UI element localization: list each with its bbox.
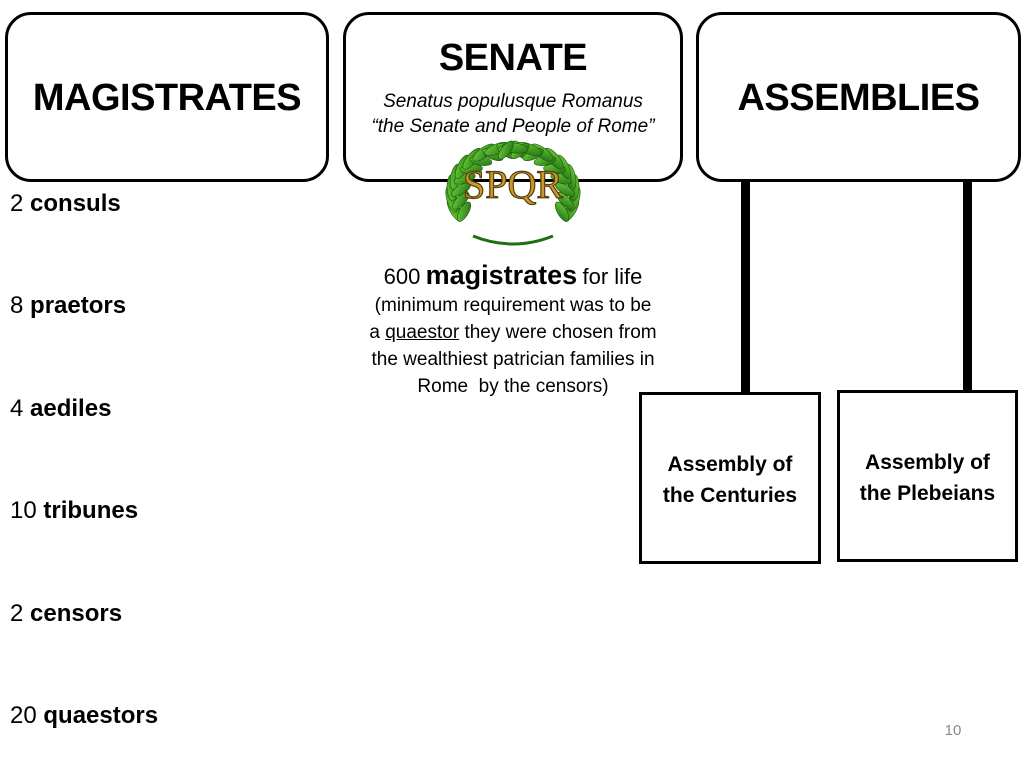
wreath-right-branch bbox=[498, 140, 581, 222]
laurel-leaf bbox=[556, 192, 574, 210]
senate-desc-line2: (minimum requirement was to be bbox=[374, 295, 652, 316]
laurel-leaf bbox=[554, 201, 570, 222]
assembly-plebeians-line1: Assembly of bbox=[865, 451, 990, 474]
senate-bold-word: magistrates bbox=[425, 260, 578, 290]
spqr-text: SPQR bbox=[463, 162, 563, 207]
laurel-leaf bbox=[452, 192, 470, 210]
magistrate-name: consuls bbox=[30, 190, 121, 217]
magistrate-count: 10 bbox=[10, 497, 37, 524]
senate-desc-line4: the wealthiest patrician families in bbox=[371, 349, 655, 370]
assemblies-title: ASSEMBLIES bbox=[737, 77, 980, 119]
wreath-left-branch bbox=[445, 140, 528, 222]
assembly-centuries-line2: the Centuries bbox=[662, 484, 798, 507]
magistrate-name: censors bbox=[30, 600, 123, 627]
magistrate-count: 8 bbox=[10, 292, 24, 319]
magistrate-name: quaestors bbox=[43, 702, 159, 729]
senate-desc-line5: Rome by the censors) bbox=[417, 376, 609, 397]
assembly-centuries-box: Assembly of the Centuries bbox=[639, 392, 821, 564]
laurel-leaf bbox=[456, 201, 472, 222]
list-item-praetors: 8 praetors bbox=[10, 292, 126, 320]
senate-english-motto: “the Senate and People of Rome” bbox=[371, 116, 655, 137]
laurel-leaf bbox=[451, 182, 471, 197]
magistrate-count: 4 bbox=[10, 395, 24, 422]
magistrate-name: aediles bbox=[30, 395, 112, 422]
magistrates-box: MAGISTRATES bbox=[5, 12, 329, 182]
list-item-aediles: 4 aediles bbox=[10, 395, 111, 423]
magistrate-count: 20 bbox=[10, 702, 37, 729]
laurel-wreath-icon: SPQR bbox=[445, 140, 581, 246]
laurel-leaf bbox=[498, 140, 514, 160]
assembly-plebeians-box: Assembly of the Plebeians bbox=[837, 390, 1018, 562]
senate-term: for life bbox=[582, 264, 643, 289]
laurel-leaf bbox=[555, 182, 575, 197]
assemblies-box: ASSEMBLIES bbox=[696, 12, 1021, 182]
list-item-censors: 2 censors bbox=[10, 600, 122, 628]
magistrates-title: MAGISTRATES bbox=[32, 77, 302, 119]
connector-line-centuries bbox=[741, 182, 750, 394]
senate-desc-line3-post: they were chosen from bbox=[464, 322, 657, 343]
magistrate-name: tribunes bbox=[43, 497, 139, 524]
magistrate-name: praetors bbox=[30, 292, 127, 319]
senate-description: 600 magistrates for life (minimum requir… bbox=[345, 262, 681, 400]
assembly-plebeians-line2: the Plebeians bbox=[859, 482, 996, 505]
senate-count: 600 bbox=[383, 264, 421, 289]
magistrate-count: 2 bbox=[10, 190, 24, 217]
senate-latin-motto: Senatus populusque Romanus bbox=[383, 91, 643, 112]
page-number: 10 bbox=[944, 722, 962, 739]
senate-title: SENATE bbox=[438, 37, 588, 79]
list-item-consuls: 2 consuls bbox=[10, 190, 121, 218]
magistrate-count: 2 bbox=[10, 600, 24, 627]
assembly-centuries-line1: Assembly of bbox=[667, 453, 793, 476]
list-item-tribunes: 10 tribunes bbox=[10, 497, 138, 525]
quaestor-underlined: quaestor bbox=[385, 322, 460, 343]
list-item-quaestors: 20 quaestors bbox=[10, 702, 158, 730]
senate-desc-line3-pre: a bbox=[369, 322, 380, 343]
connector-line-plebeians bbox=[963, 182, 972, 394]
